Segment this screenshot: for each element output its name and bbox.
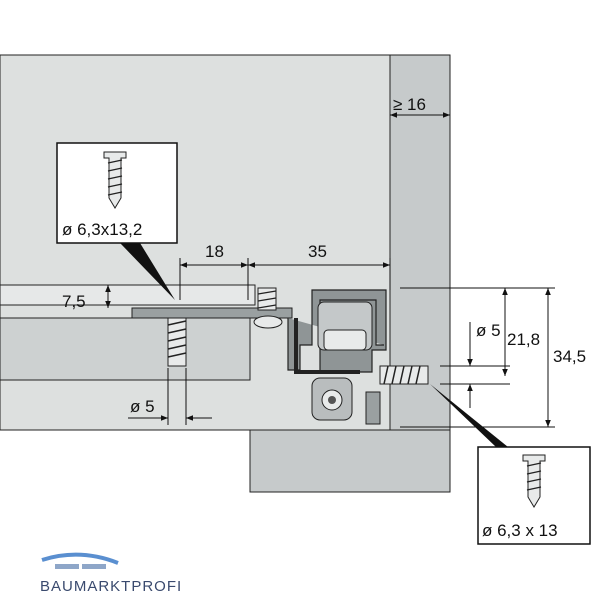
drawer-side-board	[0, 317, 251, 381]
slide-rail-profile	[287, 289, 387, 425]
left-screw	[167, 317, 187, 367]
top-screw	[253, 287, 283, 329]
screw-icon	[103, 151, 127, 209]
dim-offset-18: 18	[205, 242, 224, 261]
mounting-plate	[131, 307, 293, 319]
dim-height-21-8: 21,8	[507, 330, 540, 349]
dim-dia-5-left: ø 5	[130, 397, 155, 416]
right-screw	[379, 365, 429, 385]
callout-right-screw: ø 6,3 x 13	[430, 384, 591, 545]
callout-left-label: ø 6,3x13,2	[62, 220, 142, 239]
drawer-bottom-board	[0, 284, 256, 306]
callout-left-screw: ø 6,3x13,2	[56, 142, 178, 300]
dim-min-wall: ≥ 16	[393, 95, 426, 114]
adjustment-wheel	[311, 377, 353, 421]
logo-wordmark: BAUMARKTPROFI	[40, 578, 183, 595]
callout-right-label: ø 6,3 x 13	[482, 521, 558, 540]
dim-dia-5-right: ø 5	[476, 321, 501, 340]
drawer-front-panel	[249, 429, 451, 493]
dim-offset-35: 35	[308, 242, 327, 261]
dim-height-7-5: 7,5	[62, 292, 86, 311]
dim-height-34-5: 34,5	[553, 347, 586, 366]
logo-icon	[41, 552, 119, 569]
screw-icon	[522, 454, 546, 508]
